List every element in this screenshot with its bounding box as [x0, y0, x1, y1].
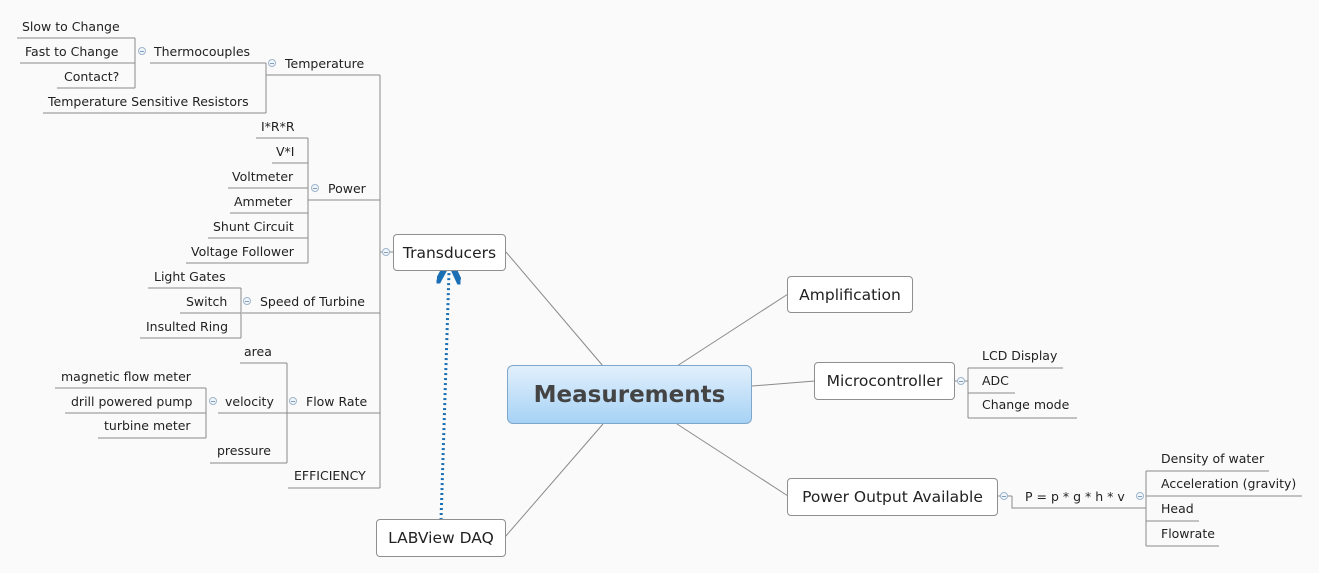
leaf-ammeter[interactable]: Ammeter: [234, 194, 293, 209]
leaf-area[interactable]: area: [244, 344, 272, 359]
collapse-toggle-icon[interactable]: [209, 397, 217, 405]
collapse-toggle-icon[interactable]: [1136, 492, 1144, 500]
subtopic-thermocouples[interactable]: Thermocouples: [154, 44, 251, 59]
leaf-temperature-resistors[interactable]: Temperature Sensitive Resistors: [48, 94, 249, 109]
leaf-turbine-meter[interactable]: turbine meter: [104, 418, 191, 433]
topic-transducers[interactable]: Transducers: [393, 234, 506, 271]
subtopic-velocity[interactable]: velocity: [225, 394, 274, 409]
leaf-flowrate[interactable]: Flowrate: [1161, 526, 1215, 541]
leaf-change-mode[interactable]: Change mode: [982, 397, 1070, 412]
relationship-arrow[interactable]: [441, 272, 449, 521]
leaf-acceleration-gravity[interactable]: Acceleration (gravity): [1161, 476, 1297, 491]
subtopic-power[interactable]: Power: [328, 181, 366, 196]
leaf-switch[interactable]: Switch: [186, 294, 228, 309]
leaf-vi[interactable]: V*I: [276, 144, 295, 159]
leaf-voltmeter[interactable]: Voltmeter: [232, 169, 294, 184]
leaf-voltage-follower[interactable]: Voltage Follower: [191, 244, 294, 259]
topic-amplification[interactable]: Amplification: [787, 276, 913, 313]
collapse-toggle-icon[interactable]: [311, 184, 319, 192]
leaf-density-of-water[interactable]: Density of water: [1161, 451, 1265, 466]
leaf-fast-to-change[interactable]: Fast to Change: [25, 44, 119, 59]
topic-power-output[interactable]: Power Output Available: [787, 478, 998, 516]
topic-microcontroller[interactable]: Microcontroller: [814, 362, 955, 400]
leaf-head[interactable]: Head: [1161, 501, 1194, 516]
subtopic-efficiency[interactable]: EFFICIENCY: [294, 468, 366, 483]
leaf-light-gates[interactable]: Light Gates: [154, 269, 226, 284]
central-topic[interactable]: Measurements: [507, 365, 752, 424]
subtopic-temperature[interactable]: Temperature: [285, 56, 365, 71]
leaf-contact[interactable]: Contact?: [64, 69, 120, 84]
collapse-toggle-icon[interactable]: [382, 248, 390, 256]
collapse-toggle-icon[interactable]: [289, 397, 297, 405]
leaf-irr[interactable]: I*R*R: [261, 119, 295, 134]
subtopic-speed-of-turbine[interactable]: Speed of Turbine: [260, 294, 365, 309]
collapse-toggle-icon[interactable]: [268, 59, 276, 67]
leaf-pressure[interactable]: pressure: [217, 443, 271, 458]
collapse-toggle-icon[interactable]: [138, 47, 146, 55]
leaf-lcd-display[interactable]: LCD Display: [982, 348, 1058, 363]
collapse-toggle-icon[interactable]: [1000, 492, 1008, 500]
collapse-toggle-icon[interactable]: [243, 297, 251, 305]
leaf-insulted-ring[interactable]: Insulted Ring: [146, 319, 229, 334]
leaf-slow-to-change[interactable]: Slow to Change: [22, 19, 120, 34]
subtopic-flow-rate[interactable]: Flow Rate: [306, 394, 368, 409]
leaf-shunt-circuit[interactable]: Shunt Circuit: [213, 219, 294, 234]
collapse-toggle-icon[interactable]: [957, 377, 965, 385]
subtopic-formula[interactable]: P = p * g * h * v: [1025, 489, 1125, 504]
leaf-magnetic-flow-meter[interactable]: magnetic flow meter: [61, 369, 191, 384]
topic-labview-daq[interactable]: LABView DAQ: [376, 519, 506, 557]
leaf-drill-powered-pump[interactable]: drill powered pump: [71, 394, 193, 409]
leaf-adc[interactable]: ADC: [982, 373, 1009, 388]
